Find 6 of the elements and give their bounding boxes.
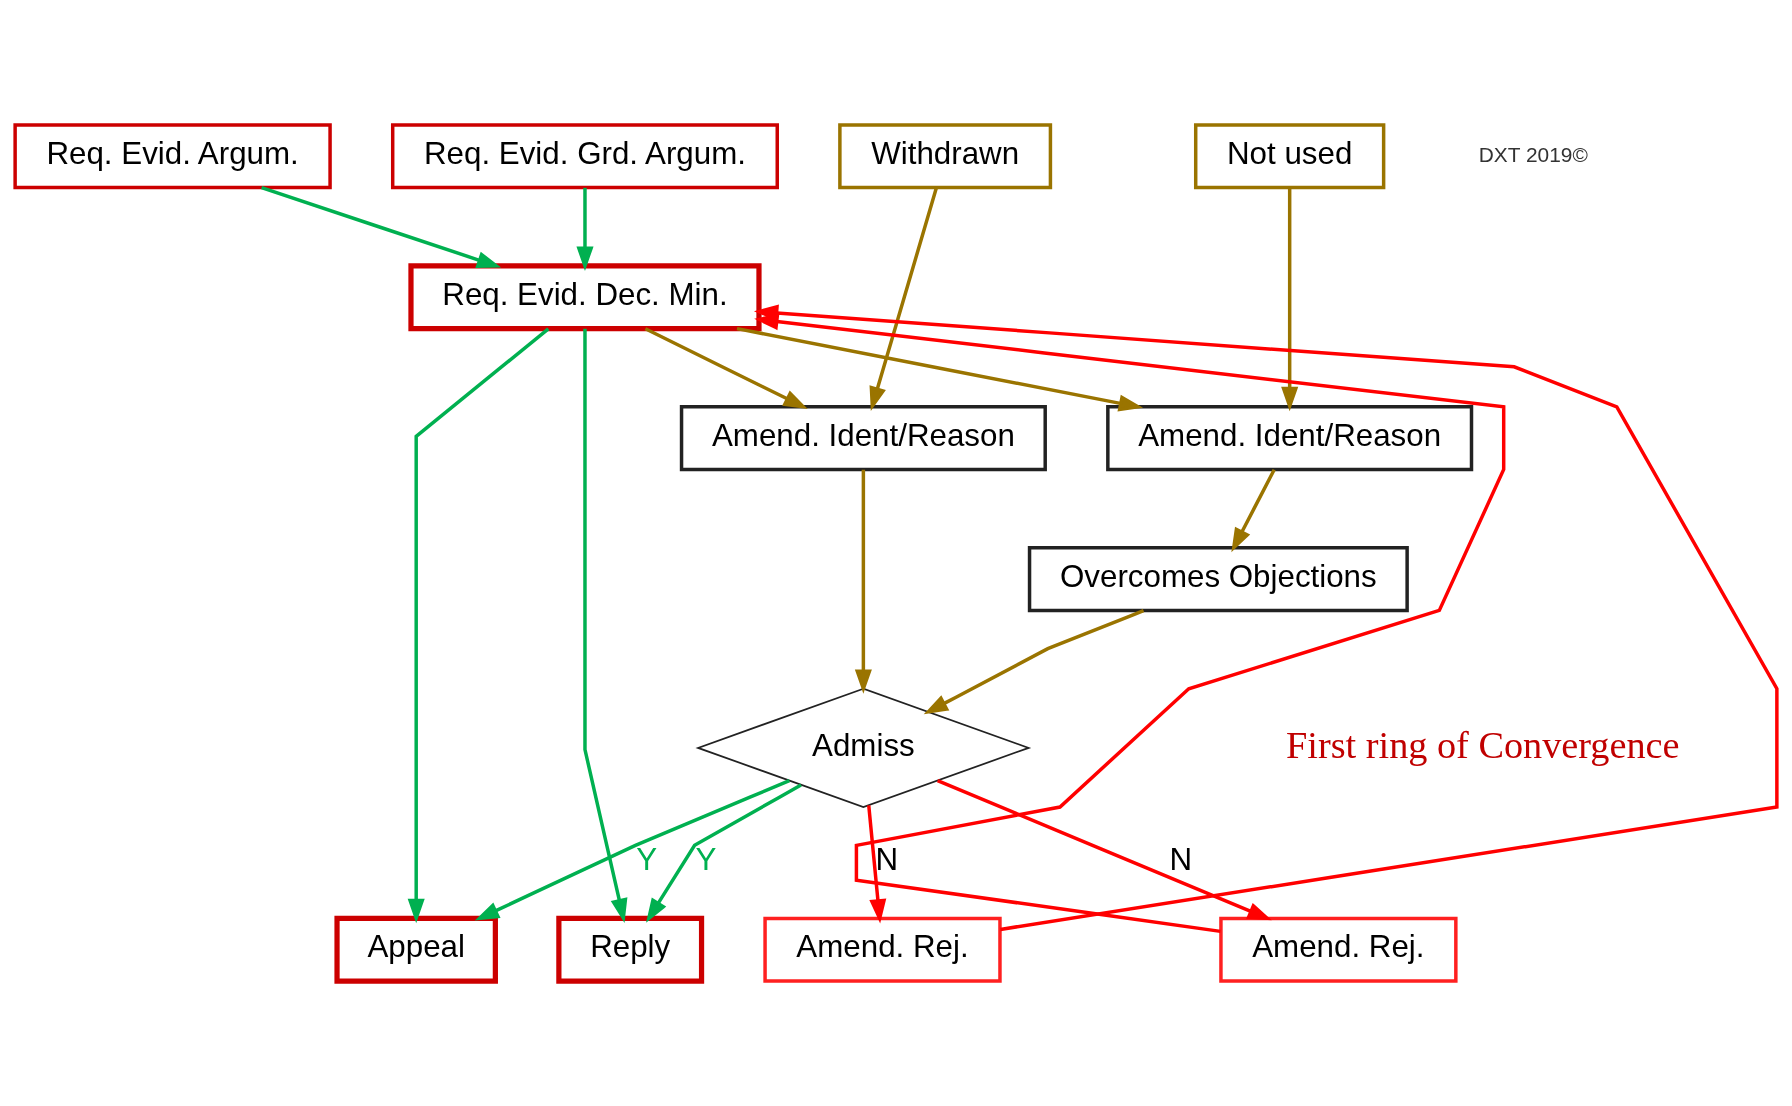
- edge-label: N: [875, 842, 899, 878]
- label: DXT 2019©: [1478, 142, 1588, 166]
- edge-label: Y: [695, 842, 717, 878]
- edge-label: Y: [636, 842, 658, 878]
- label: First ring of Convergence: [1286, 723, 1680, 766]
- edge-label: N: [1169, 842, 1193, 878]
